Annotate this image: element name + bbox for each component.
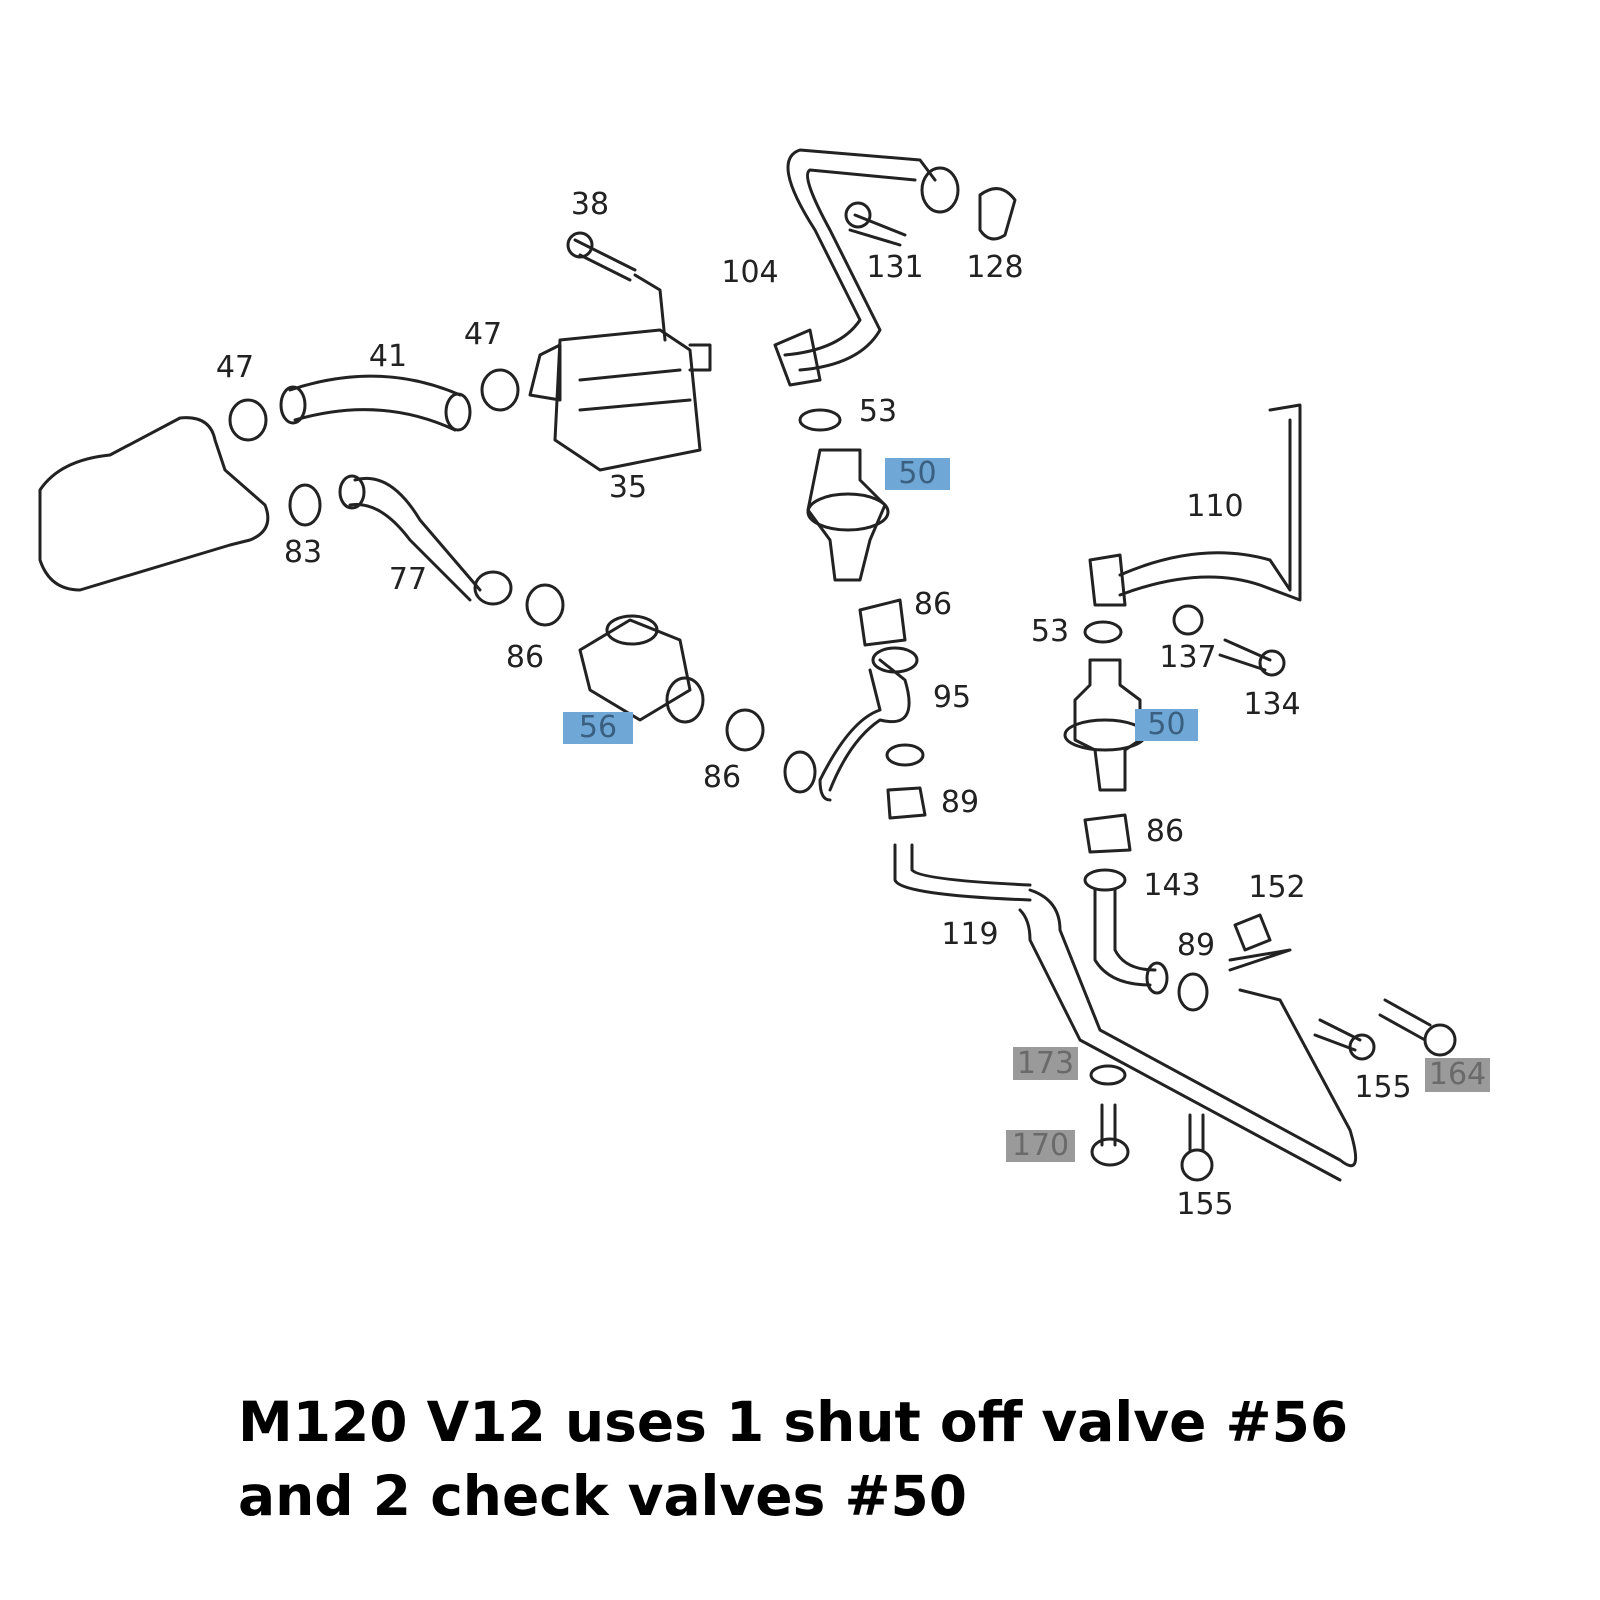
clamp-83-shape [288,483,322,527]
part-label-155: 155 [1176,1187,1234,1222]
clamp-89a-shape [886,786,927,820]
washer-53-shape [798,408,842,432]
clamp-86d-shape [1083,813,1132,854]
ring-143-shape [1083,868,1127,892]
part-label-89: 89 [1176,928,1216,963]
nut-137-shape [1172,604,1204,636]
hose-41-shape [288,374,462,432]
clamp-86a-shape [525,583,565,627]
check-valve-50a-shape [806,448,887,582]
caption-line-1: M120 V12 uses 1 shut off valve #56 [238,1390,1349,1454]
check-valve-50b-shape [1073,658,1142,792]
part-label-131: 131 [866,250,924,285]
pipe-long-shape [1018,888,1358,1182]
part-label-41: 41 [368,339,408,374]
clamp-86c-shape [858,598,907,647]
part-label-86: 86 [913,587,953,622]
clamp-89b-shape [1177,972,1209,1012]
part-label-47: 47 [215,350,255,385]
part-label-38: 38 [570,187,610,222]
part-label-95: 95 [932,680,972,715]
nut-173-shape [1089,1064,1127,1086]
part-label-134: 134 [1243,687,1301,722]
pipe-119-shape [893,843,1032,902]
clamp-86b-shape [725,708,765,752]
part-label-89: 89 [940,785,980,820]
gasket-128-shape [978,187,1017,241]
part-label-47: 47 [463,317,503,352]
part-label-137: 137 [1159,640,1217,675]
highlight-check-valve-50-upper: 50 [885,458,950,490]
clamp-47b-shape [480,368,520,412]
highlight-check-valve-50-lower: 50 [1135,709,1198,741]
highlight-shutoff-valve-56: 56 [563,712,633,744]
bolt-155b-shape [1188,1113,1205,1152]
caption-line-2: and 2 check valves #50 [238,1464,968,1528]
part-label-143: 143 [1143,868,1201,903]
bolt-164-shape [1378,998,1432,1042]
highlight-part-164: 164 [1425,1058,1490,1092]
air-pump-shape [38,416,270,592]
bolt-131-shape [848,213,907,247]
part-label-110: 110 [1186,489,1244,524]
gasket-shape [920,166,960,214]
part-label-128: 128 [966,250,1024,285]
hose-95-shape [818,658,911,802]
part-label-86: 86 [702,760,742,795]
part-label-77: 77 [388,562,428,597]
pipe-104-shape [783,148,937,372]
hose-77-shape [348,476,482,602]
part-label-53: 53 [1030,614,1070,649]
part-152-shape [1228,913,1292,972]
pipe-110-shape [1118,418,1302,602]
clamp-47-shape [228,398,268,442]
part-label-53: 53 [858,394,898,429]
valve-56-shape [578,618,692,722]
hose-143-shape [1093,888,1157,987]
part-label-86: 86 [1145,814,1185,849]
part-label-119: 119 [941,917,999,952]
part-label-35: 35 [608,470,648,505]
washer-53b-shape [1083,620,1123,644]
highlight-part-173: 173 [1013,1047,1078,1080]
bolt-155a-shape [1313,1018,1362,1052]
valve-35-shape [528,328,712,472]
part-label-152: 152 [1248,870,1306,905]
part-label-155: 155 [1354,1070,1412,1105]
part-label-83: 83 [283,535,323,570]
bolt-38-shape [573,238,667,342]
part-label-104: 104 [721,255,779,290]
part-label-86: 86 [505,640,545,675]
caption: M120 V12 uses 1 shut off valve #56 and 2… [238,1385,1348,1533]
highlight-part-170: 170 [1006,1130,1075,1162]
